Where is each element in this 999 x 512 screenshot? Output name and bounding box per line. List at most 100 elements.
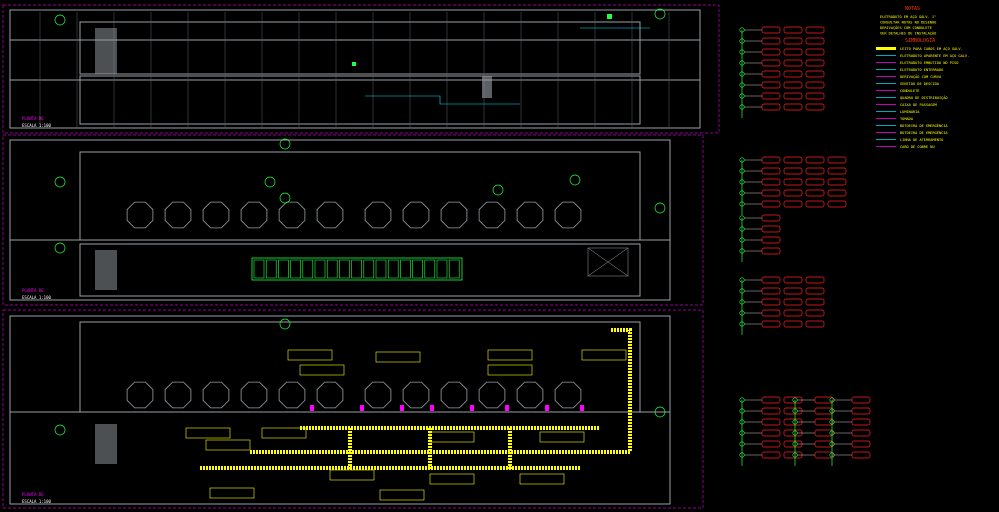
panel-cell [265,259,277,279]
legend-symbol-text: LUMINÁRIA [900,109,920,114]
riser-breaker [851,418,871,426]
riser-breaker [851,407,871,415]
riser-breaker [783,70,803,78]
riser-breaker [851,451,871,459]
riser-breaker [783,200,803,208]
riser-breaker [814,451,834,459]
column-marker [654,202,666,214]
riser-breaker [814,396,834,404]
tank-outline [164,381,192,409]
tank-outline [126,201,154,229]
riser-breaker [761,440,781,448]
circuit-label-box [261,427,307,439]
legend-notes-title: NOTAS [905,6,920,12]
circuit-label-box [205,439,251,451]
riser-breaker [783,298,803,306]
riser-breaker [761,247,781,255]
tank-outline [126,381,154,409]
riser-breaker [761,214,781,222]
riser-breaker [761,37,781,45]
plan-scale-1: ESCALA 1:100 [22,123,51,128]
tank-outline [364,201,392,229]
riser-breaker [805,59,825,67]
tank-outline [478,381,506,409]
legend-symbol-text: TOMADA [900,117,914,121]
tank-outline [316,381,344,409]
riser-breaker [761,92,781,100]
plan-title-1: PLANTA DE [22,116,44,121]
riser-breaker [783,26,803,34]
riser-breaker [761,429,781,437]
riser-breaker [783,92,803,100]
riser-breaker [805,92,825,100]
riser-breaker [814,429,834,437]
circuit-label-box [299,364,345,376]
riser-breaker [761,225,781,233]
riser-breaker [761,48,781,56]
circuit-label-box [539,431,585,443]
column-marker [54,14,66,26]
legend-symbol-text: SENTIDO DE DESCIDA [900,82,940,86]
riser-breaker [805,178,825,186]
panel-cell [412,259,423,279]
legend-symbols-title: SIMBOLOGIA [905,38,935,44]
panel-cell [326,259,338,279]
riser-breaker [783,320,803,328]
panel-cell [253,259,265,279]
legend-note-text: CONSULTAR NOTAS NO DESENHO [880,21,936,25]
column-marker [54,424,66,436]
riser-breaker [761,26,781,34]
tank-outline [554,201,582,229]
panel-cell [351,259,362,279]
riser-breaker [761,287,781,295]
legend-symbol-text: ELETRODUTO APARENTE EM AÇO GALV. [900,54,969,58]
circuit-label-box [429,431,475,443]
building-plan-bottom [9,315,671,505]
column-marker [569,174,581,186]
riser-breaker [761,320,781,328]
legend-symbol-text: QUADRO DE DISTRIBUIÇÃO [900,95,948,100]
riser-breaker [805,81,825,89]
panel-cell [400,259,411,279]
column-marker [279,138,291,150]
column-marker [54,176,66,188]
panel-cell [436,259,448,279]
tank-outline [554,381,582,409]
column-marker [492,184,504,196]
riser-breaker [761,178,781,186]
circuit-label-box [487,364,533,376]
panel-bank-frame [251,257,463,281]
circuit-label-box [329,469,375,481]
panel-cell [448,259,460,279]
riser-breaker [761,451,781,459]
tank-outline [440,381,468,409]
circuit-label-box [519,473,565,485]
legend-note-text: VER DETALHES DE INSTALAÇÃO [880,31,936,36]
riser-breaker [827,200,847,208]
circuit-label-box [375,351,421,363]
building-plan-middle [9,139,671,301]
column-marker [654,406,666,418]
riser-breaker [814,407,834,415]
riser-breaker [783,81,803,89]
riser-breaker [805,298,825,306]
panel-cell [290,259,301,279]
legend-symbol-text: CABO DE COBRE NU [900,145,935,149]
riser-breaker [851,396,871,404]
circuit-label-box [209,487,255,499]
building-plan-top [9,9,701,129]
riser-breaker [783,276,803,284]
legend-panel: NOTAS ELETRODUTO EM AÇO GALV. 1" CONSULTA… [876,6,969,149]
riser-breaker [827,167,847,175]
legend-note-text: ELETRODUTO EM AÇO GALV. 1" [880,15,936,19]
panel-cell [387,259,399,279]
riser-breaker [783,189,803,197]
panel-cell [375,259,387,279]
tank-outline [240,381,268,409]
riser-breaker [805,189,825,197]
riser-breaker [805,309,825,317]
riser-breaker [761,236,781,244]
cable-tray-route [200,328,632,470]
plan-title-2: PLANTA DE [22,288,44,293]
riser-breaker [783,309,803,317]
